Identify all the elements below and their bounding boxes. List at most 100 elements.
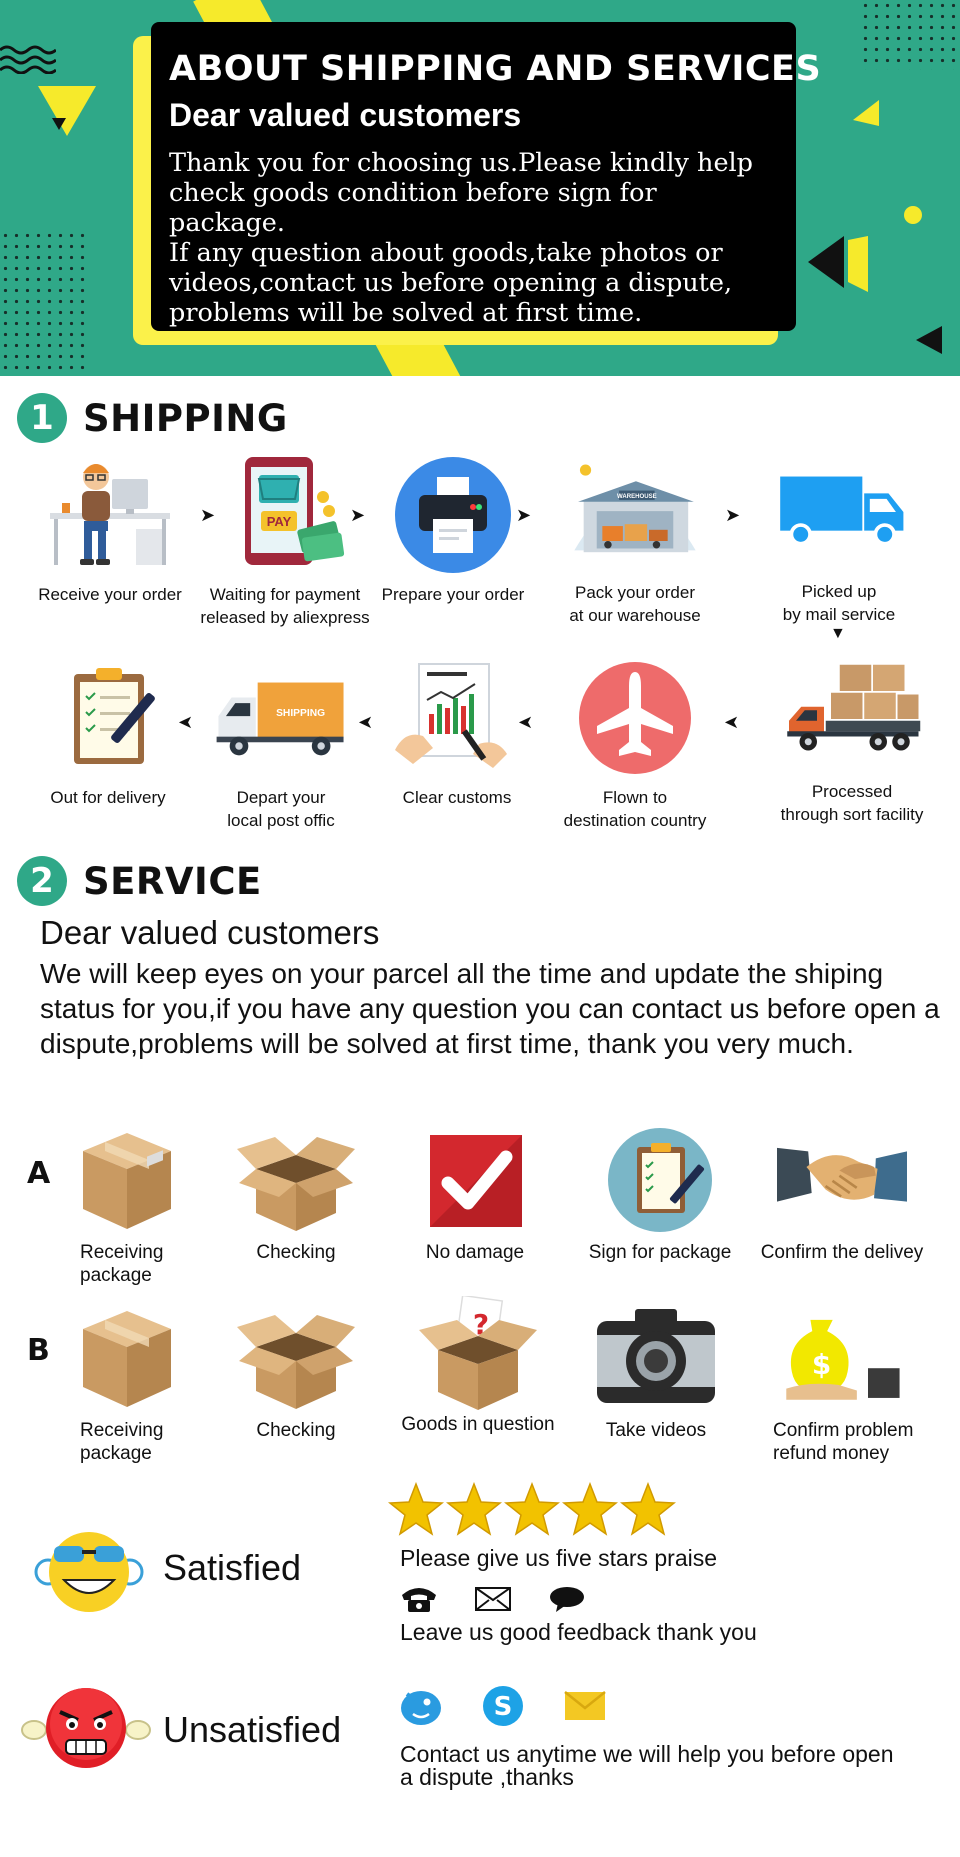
truck-text: SHIPPING [276,708,325,719]
item-label: Checking [256,1242,336,1263]
service-item: Take videos [571,1303,741,1442]
star-icon [446,1482,502,1536]
service-item: ? Goods in question [393,1296,563,1436]
item-label: Receiving package [80,1242,164,1286]
step-waiting-payment: PAY Waiting for payment released by alie… [195,455,375,629]
airplane-icon [565,658,705,778]
service-item: Receiving package [42,1303,212,1465]
envelope-icon [475,1587,511,1611]
section-title: SERVICE [83,859,262,903]
feedback-message: Leave us good feedback thank you [400,1619,757,1645]
mail-icon[interactable] [563,1684,607,1728]
step-receive-order: Receive your order [20,455,200,606]
praise-text: Please give us five stars praise [400,1545,718,1571]
cargo-truck-icon [782,652,922,772]
step-label: Flown to destination country [563,788,707,830]
step-label: Out for delivery [50,788,166,807]
unsatisfied-label: Unsatisfied [163,1709,342,1750]
warehouse-text: WAREHOUSE [617,494,657,500]
header-card: ABOUT SHIPPING AND SERVICES Dear valued … [151,22,822,331]
header-subtitle: Dear valued customers [169,97,522,133]
closed-box-icon [62,1125,192,1235]
service-item: Receiving package [42,1125,212,1287]
header-banner: ABOUT SHIPPING AND SERVICES Dear valued … [0,0,960,376]
step-depart-post-office: SHIPPING Depart your local post offic [191,658,371,832]
item-label: Take videos [605,1420,707,1441]
step-label: Pack your order at our warehouse [569,583,701,625]
step-label: Receive your order [38,585,182,604]
header-message: Thank you for choosing us.Please kindly … [169,148,754,329]
step-pack-order: WAREHOUSE Pack your order at our warehou… [545,453,725,627]
step-processed-sort: Processed through sort facility [762,652,942,826]
messenger-bird-icon[interactable] [399,1684,443,1728]
handshake-icon [777,1125,907,1235]
step-out-for-delivery: Out for delivery [18,658,198,809]
support-icons: S [399,1684,607,1728]
step-label: Clear customs [402,788,512,807]
section-title: SHIPPING [83,396,288,440]
phone-icon [402,1588,436,1612]
step-label: Depart your local post offic [227,788,335,830]
arrow-right-icon: ➤ [516,505,532,525]
service-item: Checking [211,1125,381,1264]
wave-icon [0,45,56,74]
item-label: Checking [256,1420,336,1441]
arrow-right-icon: ➤ [350,505,366,525]
step-prepare-order: Prepare your order [363,455,543,606]
dot-pattern [0,230,86,370]
pay-text: PAY [267,514,292,529]
step-label: Waiting for payment released by aliexpre… [200,585,370,627]
star-icon [504,1482,560,1536]
star-icon [620,1482,676,1536]
item-label: Confirm the delivey [760,1242,924,1263]
arrow-down-icon: ▼ [830,625,846,642]
printer-icon [383,455,523,575]
checkmark-icon [410,1125,540,1235]
satisfied-label: Satisfied [163,1547,302,1588]
step-picked-up: Picked up by mail service [749,452,929,626]
step-flown-destination: Flown to destination country [545,658,725,832]
arrow-left-icon: ➤ [518,712,534,732]
open-box-icon [231,1125,361,1235]
svg-text:S: S [494,1692,513,1722]
delivery-truck-icon [769,452,909,572]
money-bag-icon: $ [777,1303,907,1413]
sign-clipboard-icon [595,1125,725,1235]
item-label: Goods in question [401,1414,555,1435]
open-box-icon [231,1303,361,1413]
service-item: Checking [211,1303,381,1442]
star-icon [388,1482,444,1536]
row-label-b: B [27,1333,50,1368]
triangle-icon [38,86,96,136]
clipboard-pen-icon [38,658,178,778]
section-number: 2 [17,856,67,906]
skype-icon[interactable]: S [481,1684,525,1728]
section-number: 1 [17,393,67,443]
page-title: ABOUT SHIPPING AND SERVICES [169,49,822,89]
service-item: Sign for package [575,1125,745,1264]
dot-pattern [860,0,960,70]
customs-document-icon [387,658,527,778]
closed-box-icon [62,1303,192,1413]
circle-icon [904,206,922,224]
step-clear-customs: Clear customs [367,658,547,809]
payment-tablet-icon: PAY [215,455,355,575]
contact-message: Contact us anytime we will help you befo… [400,1741,894,1790]
star-icon [562,1482,618,1536]
item-label: Sign for package [588,1242,732,1263]
item-label: No damage [425,1242,525,1263]
satisfied-face-icon [24,1520,154,1625]
row-label-a: A [27,1156,51,1191]
contact-icons [400,1585,586,1613]
warehouse-icon: WAREHOUSE [565,453,705,573]
triangle-icon [916,326,942,354]
service-item: $ Confirm problem refund money [757,1303,927,1465]
triangle-icon [853,100,879,126]
item-label: Confirm problem refund money [773,1420,914,1464]
service-greeting: Dear valued customers [40,914,380,951]
question-box-icon: ? [413,1296,543,1413]
service-heading: 2 SERVICE [17,856,262,906]
service-item: Confirm the delivey [757,1125,927,1264]
shipping-heading: 1 SHIPPING [17,393,288,443]
unsatisfied-face-icon [20,1682,152,1779]
